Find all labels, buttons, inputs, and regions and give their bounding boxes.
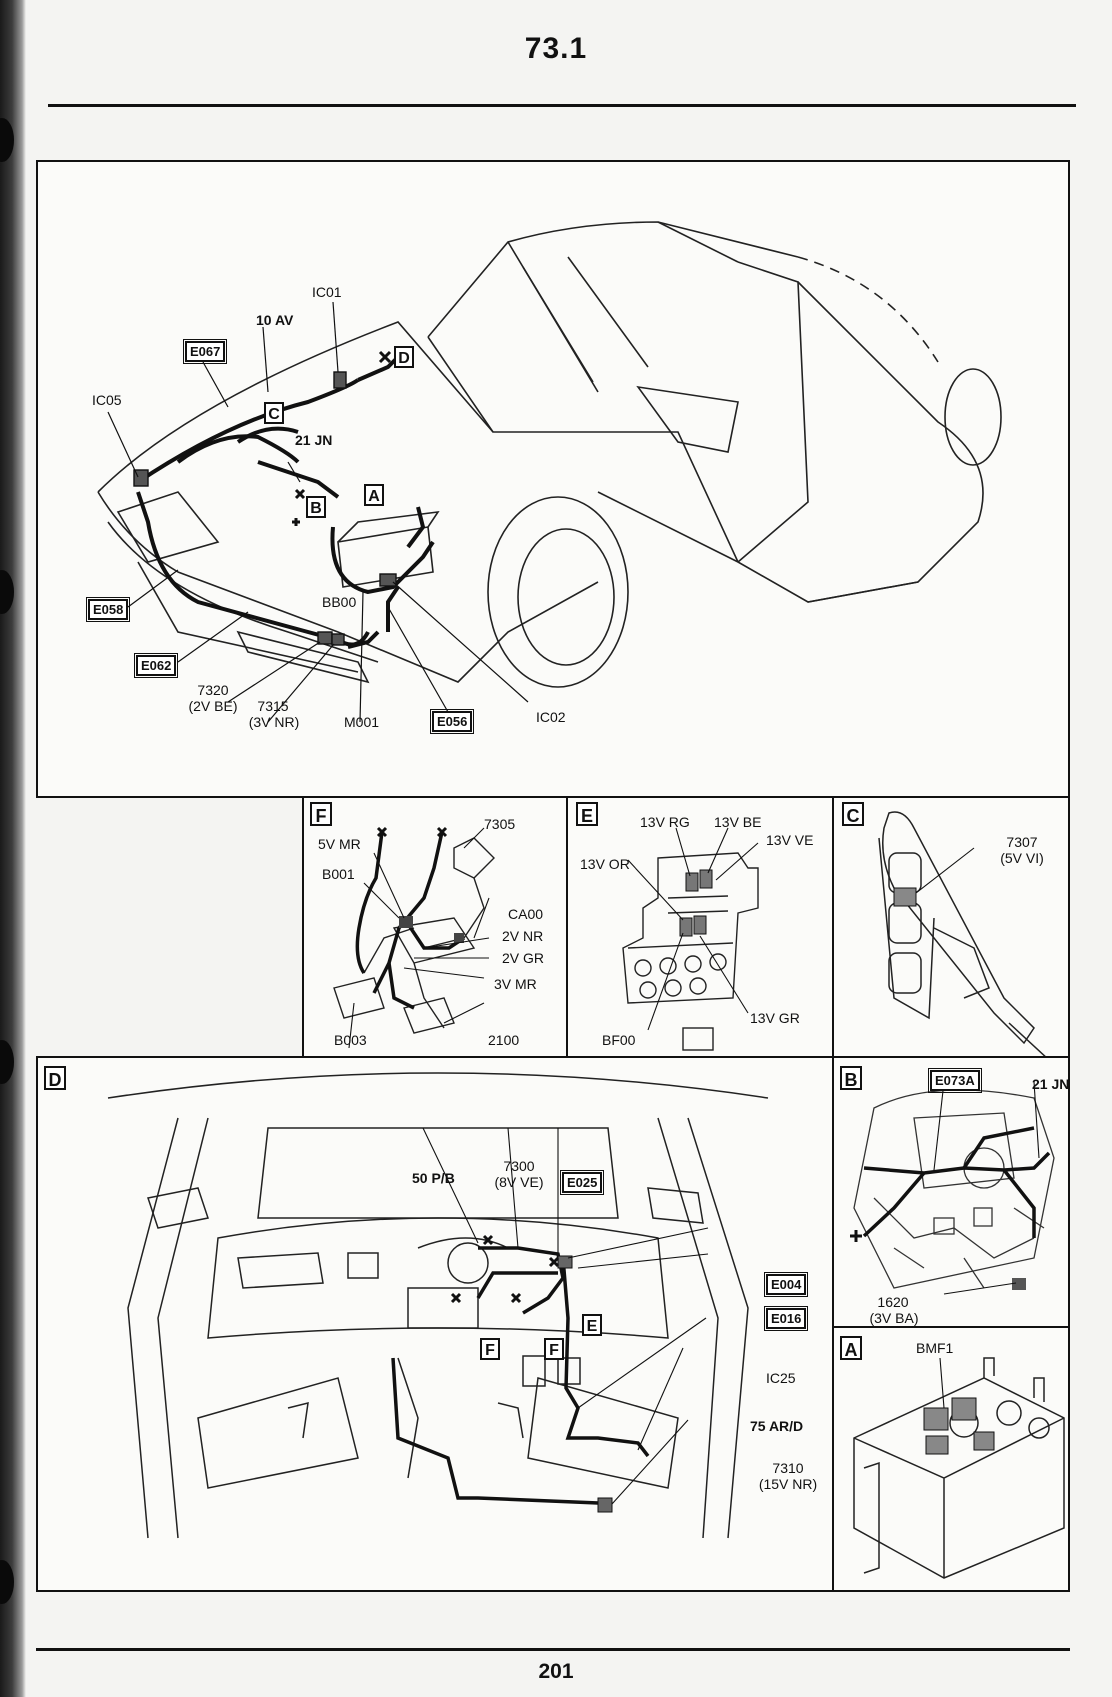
label-7307-sub: (5V VI) (1000, 850, 1044, 866)
punch-hole (0, 570, 14, 614)
label-ic05: IC05 (92, 392, 122, 408)
label-m001: M001 (344, 714, 380, 730)
label-ca00: CA00 (508, 906, 544, 922)
callout-a: A (364, 484, 384, 506)
label-7310: 7310 (772, 1460, 804, 1476)
pedal-area-drawing (333, 826, 495, 1049)
callout-d: D (394, 346, 414, 368)
label-bmf1: BMF1 (916, 1340, 954, 1356)
footer-rule (36, 1648, 1070, 1651)
label-e016: E016 (763, 1306, 809, 1331)
panel-b: B E073A 21 JN 1620 (3V BA) (832, 1056, 1070, 1328)
label-7310-sub: (15V NR) (758, 1476, 818, 1492)
page-number: 201 (538, 1660, 574, 1683)
label-ic02: IC02 (536, 709, 566, 725)
panel-e: E 13V RG 13V BE 13V VE 13V OR BF00 13V G… (566, 796, 834, 1058)
panel-c: C 7307 (5V VI) (832, 796, 1070, 1058)
label-7305: 7305 (484, 816, 516, 832)
punch-hole (0, 1560, 14, 1604)
label-13v-be: 13V BE (714, 814, 762, 830)
label-e073a: E073A (928, 1068, 982, 1093)
label-e004: E004 (763, 1272, 809, 1297)
label-7300: 7300 (503, 1158, 535, 1174)
label-7315: 7315 (257, 698, 289, 714)
label-bf00: BF00 (602, 1032, 636, 1048)
engine-bay-drawing (850, 1081, 1055, 1295)
label-ic01: IC01 (312, 284, 342, 300)
label-2v-nr: 2V NR (502, 928, 544, 944)
label-e058: E058 (85, 597, 131, 622)
label-3v-mr: 3V MR (494, 976, 537, 992)
label-1620-sub: (3V BA) (869, 1310, 919, 1326)
label-5v-mr: 5V MR (318, 836, 361, 852)
panel-d-letter: D (44, 1066, 66, 1090)
panel-b-letter: B (840, 1066, 862, 1090)
label-10av: 10 AV (256, 312, 294, 328)
binding-shadow (0, 0, 26, 1697)
label-e056: E056 (429, 709, 475, 734)
punch-hole (0, 118, 14, 162)
label-7320-sub: (2V BE) (188, 698, 238, 714)
label-e025: E025 (559, 1170, 605, 1195)
label-2v-gr: 2V GR (502, 950, 545, 966)
callout-f-left: F (480, 1338, 500, 1360)
label-7307: 7307 (1006, 834, 1038, 850)
car-wiring-drawing (97, 221, 1002, 723)
callout-b: B (306, 496, 326, 518)
panel-f-letter: F (310, 802, 332, 826)
main-car-panel: IC01 10 AV E067 IC05 21 JN BB00 E058 E06… (36, 160, 1070, 798)
label-7315-sub: (3V NR) (248, 714, 300, 730)
label-13v-gr: 13V GR (750, 1010, 800, 1026)
label-13v-ve: 13V VE (766, 832, 814, 848)
panel-a-letter: A (840, 1336, 862, 1360)
panel-a: A BMF1 (832, 1326, 1070, 1592)
label-21jn: 21 JN (295, 432, 333, 448)
page-title: 73.1 (524, 32, 588, 65)
callout-c: C (264, 402, 284, 424)
bracket-connector-drawing (878, 811, 1046, 1056)
panel-e-letter: E (576, 802, 598, 826)
label-7320: 7320 (197, 682, 229, 698)
header-rule (48, 104, 1076, 107)
relay-box-drawing (853, 1357, 1065, 1579)
label-2100: 2100 (488, 1032, 520, 1048)
label-1620: 1620 (877, 1294, 909, 1310)
callout-e: E (582, 1314, 602, 1336)
label-21jn-b: 21 JN (1032, 1076, 1070, 1092)
label-e067: E067 (182, 339, 228, 364)
label-bb00: BB00 (322, 594, 357, 610)
label-7300-sub: (8V VE) (494, 1174, 544, 1190)
cabin-interior-drawing (107, 1072, 769, 1539)
label-b003: B003 (334, 1032, 367, 1048)
label-50pb: 50 P/B (412, 1170, 455, 1186)
label-13v-or: 13V OR (580, 856, 630, 872)
label-b001: B001 (322, 866, 355, 882)
label-75-ard: 75 AR/D (750, 1418, 804, 1434)
callout-f-right: F (544, 1338, 564, 1360)
label-ic25: IC25 (766, 1370, 796, 1386)
punch-hole (0, 1040, 14, 1084)
panel-c-letter: C (842, 802, 864, 826)
label-e062: E062 (133, 653, 179, 678)
label-13v-rg: 13V RG (640, 814, 690, 830)
panel-f: F 7305 5V MR B001 CA00 2V NR 2V GR 3V MR… (302, 796, 568, 1058)
panel-d: D 50 P/B 7300 (8V VE) E025 E004 E016 IC2… (36, 1056, 834, 1592)
fuse-box-drawing (622, 827, 759, 1051)
